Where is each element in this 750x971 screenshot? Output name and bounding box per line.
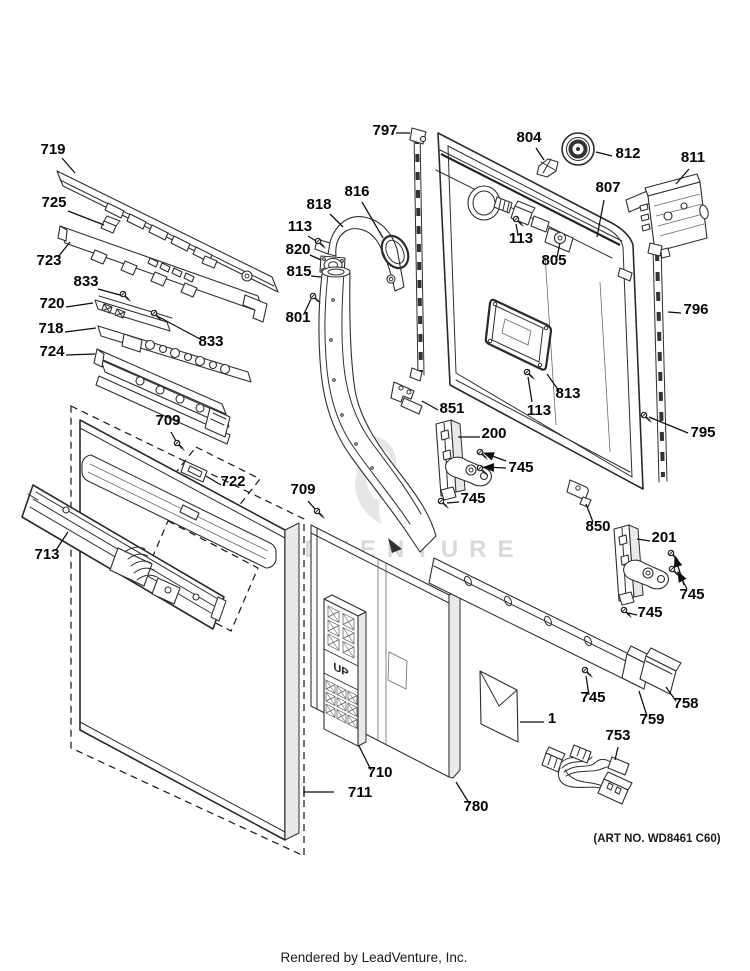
callout-711[interactable]: 711: [348, 784, 372, 801]
callout-724[interactable]: 724: [39, 343, 65, 360]
callout-796[interactable]: 796: [683, 301, 708, 318]
footer-credit: Rendered by LeadVenture, Inc.: [281, 950, 468, 965]
callout-745-c[interactable]: 745: [679, 586, 704, 603]
part-815-vent-duct: [318, 266, 437, 553]
callout-1[interactable]: 1: [548, 710, 556, 727]
part-807-inner-door-panel: [435, 132, 644, 490]
callout-811[interactable]: 811: [681, 149, 705, 166]
callout-801[interactable]: 801: [285, 309, 310, 326]
callout-818[interactable]: 818: [306, 196, 331, 213]
part-201-hinge-right: [613, 524, 669, 606]
callout-113-a[interactable]: 113: [288, 218, 312, 235]
part-753-wire-harness: [541, 744, 633, 805]
callout-200[interactable]: 200: [481, 425, 506, 442]
part-812-grommet: [561, 132, 595, 166]
callout-813[interactable]: 813: [555, 385, 580, 402]
callout-709-a[interactable]: 709: [155, 412, 180, 429]
callout-758[interactable]: 758: [673, 695, 698, 712]
part-719-escutcheon: [56, 170, 279, 295]
screw-709-a: [173, 439, 186, 452]
part-718-control-board: [97, 325, 252, 383]
callout-745-b[interactable]: 745: [460, 490, 485, 507]
callout-795[interactable]: 795: [690, 424, 715, 441]
callout-113-b[interactable]: 113: [509, 230, 533, 247]
part-797-gasket-strip: [409, 127, 427, 382]
callout-805[interactable]: 805: [541, 252, 566, 269]
callout-816[interactable]: 816: [344, 183, 369, 200]
callout-745-a[interactable]: 745: [508, 459, 533, 476]
callout-713[interactable]: 713: [34, 546, 59, 563]
callout-201[interactable]: 201: [651, 529, 676, 546]
screw-745-e: [581, 666, 594, 679]
leader-lines: [55, 132, 690, 804]
airflow-arrow: [388, 538, 402, 553]
part-851-latch-bracket: [390, 381, 423, 415]
callout-851[interactable]: 851: [439, 400, 464, 417]
callout-797[interactable]: 797: [372, 122, 397, 139]
part-200-hinge-left: [435, 419, 492, 501]
part-713-handle-assembly: [21, 484, 227, 630]
callout-745-d[interactable]: 745: [637, 604, 662, 621]
part-811-dispenser-module: [625, 173, 709, 259]
callout-804[interactable]: 804: [516, 129, 542, 146]
callout-850[interactable]: 850: [585, 518, 610, 535]
part-804-clip: [536, 158, 559, 178]
part-711-outer-door-panel: [79, 419, 300, 841]
part-723-support: [57, 225, 268, 323]
screw-833-a: [119, 290, 132, 303]
callout-780[interactable]: 780: [463, 798, 488, 815]
art-number: (ART NO. WD8461 C60): [593, 833, 720, 845]
part-759-bottom-trim: [428, 557, 654, 690]
callout-720[interactable]: 720: [39, 295, 64, 312]
part-724-bracket: [93, 348, 231, 445]
part-850-strike: [566, 479, 592, 508]
part-816-gasket: [380, 234, 410, 270]
callout-718[interactable]: 718: [38, 320, 63, 337]
callout-709-b[interactable]: 709: [290, 481, 315, 498]
callout-labels: 719 725 723 833 720 718 724 833 709 722 …: [34, 122, 715, 815]
part-725-clip: [100, 215, 121, 234]
part-758-trim-end: [639, 647, 682, 695]
callout-833-b[interactable]: 833: [198, 333, 223, 350]
callout-753[interactable]: 753: [605, 727, 630, 744]
screw-801: [309, 292, 322, 305]
callout-719[interactable]: 719: [40, 141, 65, 158]
part-1-literature: [479, 670, 519, 743]
part-710-insulation-up: UP: [323, 594, 367, 747]
callout-815[interactable]: 815: [286, 263, 311, 280]
callout-820[interactable]: 820: [285, 241, 310, 258]
callout-722[interactable]: 722: [220, 473, 245, 490]
callout-723[interactable]: 723: [36, 252, 61, 269]
outer-dashed-outline: [70, 405, 305, 857]
callout-745-e[interactable]: 745: [580, 689, 605, 706]
callout-113-c[interactable]: 113: [527, 402, 551, 419]
part-796-gasket-strip: [647, 242, 668, 483]
screw-745-c1: [667, 549, 680, 562]
part-720-board: [94, 295, 173, 332]
callout-833-a[interactable]: 833: [73, 273, 98, 290]
callout-710[interactable]: 710: [367, 764, 392, 781]
screw-709-b: [313, 507, 326, 520]
part-722-latch-window: [180, 460, 208, 483]
screw-745-d: [620, 606, 633, 619]
callout-807[interactable]: 807: [595, 179, 620, 196]
callout-725[interactable]: 725: [41, 194, 66, 211]
callout-759[interactable]: 759: [639, 711, 664, 728]
callout-812[interactable]: 812: [615, 145, 640, 162]
